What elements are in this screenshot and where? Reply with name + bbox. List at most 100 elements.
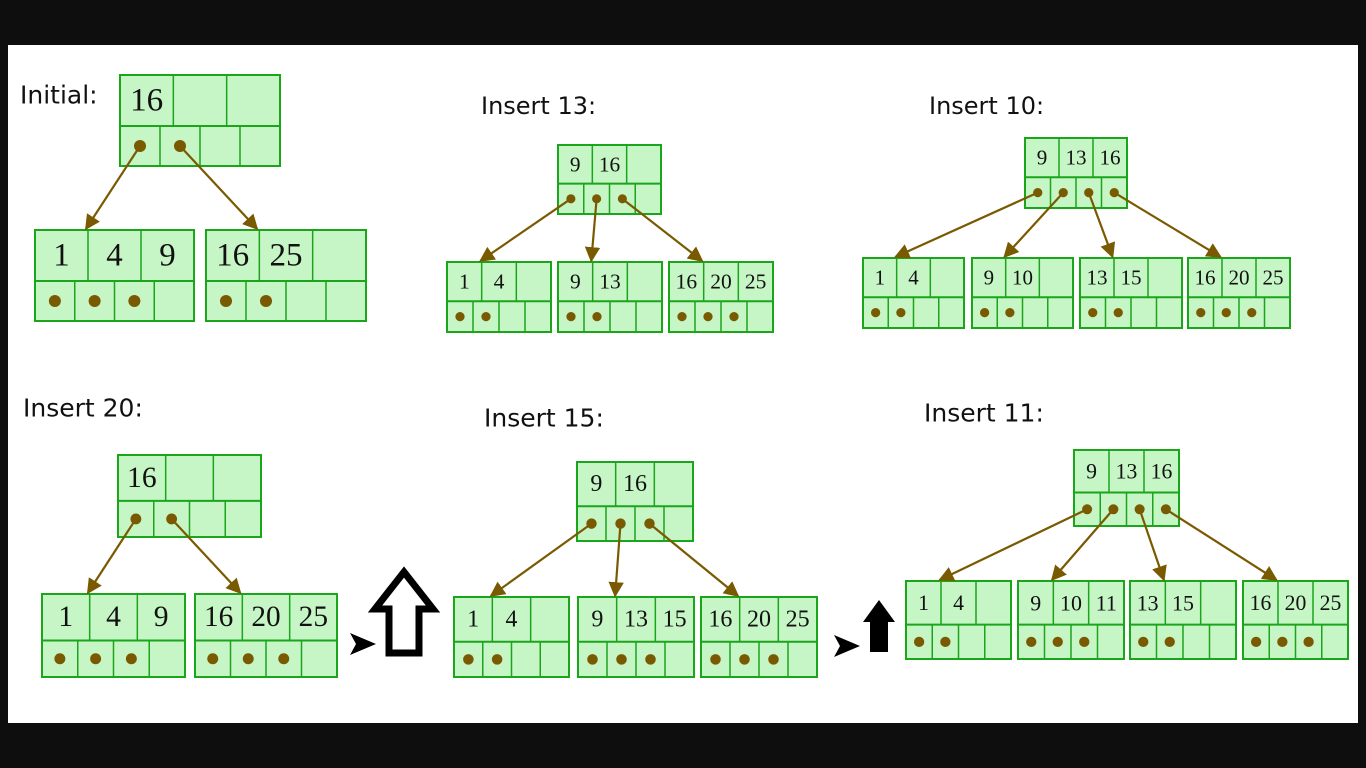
pointer-dot (128, 294, 141, 307)
pointer-arrow (584, 198, 601, 263)
pointer-dot (768, 654, 779, 665)
pointer-arrow (893, 191, 1039, 259)
node-key: 9 (570, 270, 581, 294)
node-key: 13 (1137, 590, 1159, 615)
pointer-arrow (86, 518, 137, 595)
pointer-dot (242, 653, 254, 665)
pointer-dot (1277, 636, 1288, 647)
pointer-dot (913, 636, 925, 647)
pointer-dot (940, 636, 951, 647)
node-key: 1 (467, 606, 479, 632)
pointer-dot (219, 294, 233, 307)
node-key: 4 (494, 270, 505, 294)
pointer-dot (710, 654, 721, 665)
node-key: 13 (599, 270, 621, 294)
pointer-arrow (489, 522, 593, 597)
panel-label: Insert 15: (484, 404, 604, 433)
pointer-dot (1005, 307, 1015, 318)
node-key: 25 (269, 237, 302, 273)
node-key: 10 (1012, 266, 1033, 290)
pointer-arrow (1050, 508, 1115, 582)
pointer-dot (592, 311, 602, 322)
pointer-arrow (608, 523, 624, 598)
node-box (453, 596, 570, 678)
node-key: 13 (1065, 146, 1086, 170)
pointer-dot (481, 311, 491, 322)
pointer-dot (1164, 636, 1175, 647)
pointer-arrow (1087, 192, 1116, 259)
pointer-dot (645, 654, 656, 665)
node-key: 25 (1262, 266, 1283, 290)
node-key: 16 (1250, 591, 1272, 615)
node-key: 16 (127, 462, 157, 494)
panel-label: Insert 20: (23, 394, 143, 423)
pointer-arrow (479, 197, 572, 262)
pointer-dot (90, 653, 102, 665)
root-node: 16 (119, 74, 281, 167)
node-key: 16 (599, 152, 621, 176)
pointer-arrow (1003, 191, 1065, 259)
pointer-dot (1079, 636, 1090, 647)
pointer-dot (1303, 636, 1314, 647)
child-node: 9 13 (557, 261, 663, 333)
panel-label: Insert 13: (481, 92, 596, 120)
pointer-dot (587, 654, 598, 665)
pointer-arrow (170, 518, 242, 595)
root-node: 9 16 (557, 144, 662, 215)
pointer-dot (125, 653, 137, 665)
pointer-dot (616, 654, 627, 665)
pointer-dot (1221, 307, 1231, 318)
pointer-dot (455, 311, 465, 322)
node-key: 16 (204, 601, 233, 633)
pointer-dot (1250, 636, 1262, 647)
node-key: 4 (908, 266, 919, 290)
node-key: 4 (106, 601, 121, 633)
node-key: 25 (745, 270, 767, 294)
pointer-arrow (648, 522, 740, 597)
root-node: 16 (117, 454, 262, 538)
node-key: 9 (590, 471, 602, 497)
pointer-dot (980, 307, 990, 318)
node-key: 15 (1120, 266, 1141, 290)
node-key: 11 (1096, 590, 1117, 615)
pointer-dot (566, 311, 576, 322)
node-key: 1 (459, 270, 470, 294)
pointer-arrow (84, 145, 141, 231)
node-key: 9 (570, 152, 581, 176)
node-key: 20 (251, 601, 280, 633)
hollow-up-arrow-icon (367, 566, 441, 657)
pointer-dot (207, 653, 219, 665)
node-key: 25 (786, 606, 810, 632)
pointer-dot (871, 307, 881, 318)
pointer-arrow (1138, 508, 1167, 582)
node-key: 13 (1086, 266, 1107, 290)
node-key: 16 (676, 270, 698, 294)
pointer-dot (729, 311, 739, 322)
pointer-arrow (938, 508, 1088, 581)
pointer-dot (278, 653, 290, 665)
pointer-arrow (621, 197, 704, 262)
node-key: 1 (58, 601, 73, 633)
node-key: 16 (216, 237, 249, 273)
node-key: 1 (918, 591, 929, 615)
node-key: 20 (710, 270, 732, 294)
